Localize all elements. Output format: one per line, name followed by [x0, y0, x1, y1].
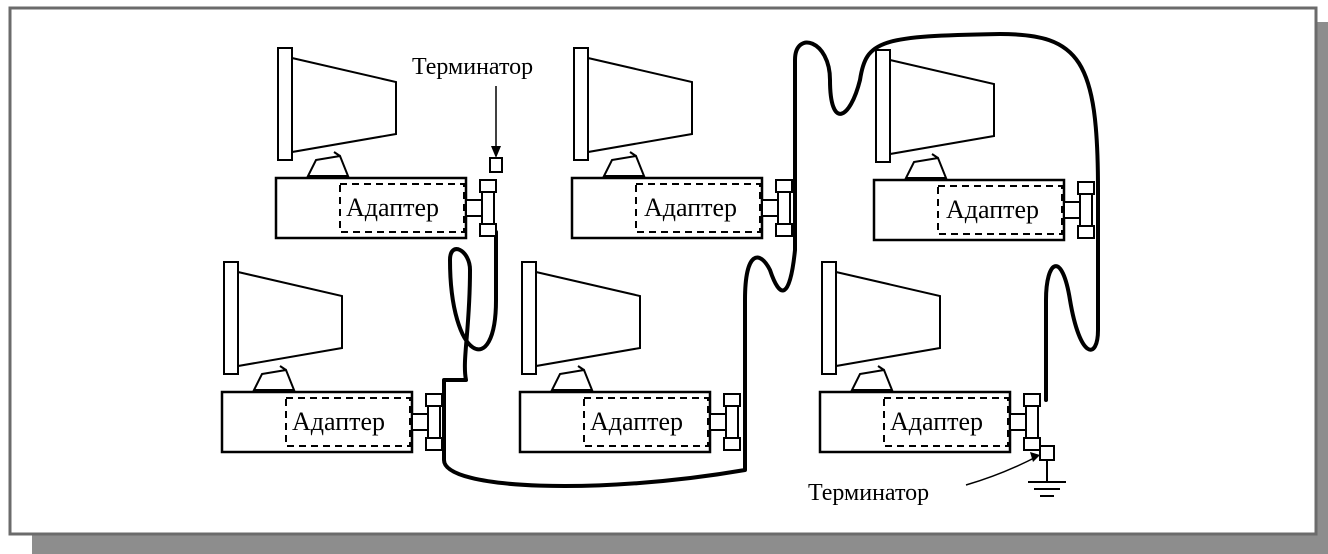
- coax-cable: [442, 32, 1100, 488]
- adapter-label-1: Адаптер: [346, 193, 439, 222]
- terminator-top: [489, 86, 503, 173]
- terminator-bottom: [965, 445, 1066, 497]
- terminator-label-top: Терминатор: [412, 54, 533, 80]
- adapter-label-2: Адаптер: [644, 193, 737, 222]
- terminator-label-bottom: Терминатор: [808, 480, 929, 506]
- adapter-label-3: Адаптер: [946, 195, 1039, 224]
- adapter-label-6: Адаптер: [890, 407, 983, 436]
- adapter-label-4: Адаптер: [292, 407, 385, 436]
- adapter-label-5: Адаптер: [590, 407, 683, 436]
